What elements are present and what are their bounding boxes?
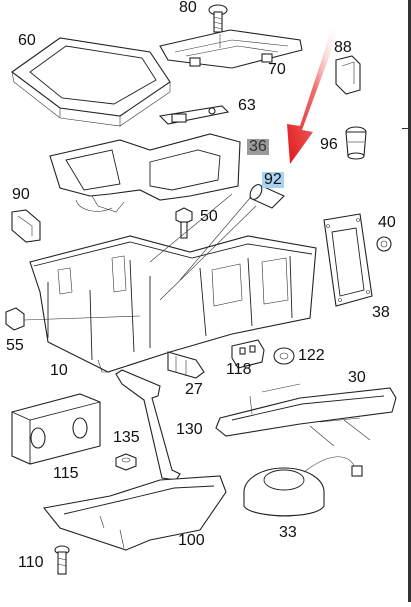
leader-lines	[23, 193, 257, 321]
latch-63-part	[158, 105, 230, 125]
callout-135: 135	[113, 429, 140, 446]
bracket-70-part	[159, 29, 303, 69]
callout-55: 55	[6, 337, 24, 354]
callout-92: 92	[262, 171, 284, 188]
cover-100-part	[42, 475, 227, 551]
duct-115-part	[11, 393, 101, 465]
housing-10-part	[29, 235, 317, 373]
sensor-27-part	[167, 351, 205, 379]
callout-70: 70	[268, 61, 286, 78]
nut-135-part	[115, 453, 137, 471]
callout-122: 122	[298, 347, 325, 364]
callout-27: 27	[185, 381, 203, 398]
callout-63: 63	[238, 97, 256, 114]
frame-36-part	[49, 133, 241, 213]
callout-10: 10	[50, 362, 68, 379]
callout-36: 36	[247, 138, 269, 155]
callout-80: 80	[179, 0, 197, 16]
connector-118-part	[231, 339, 265, 369]
cover-60-part	[11, 37, 171, 127]
clip-90-part	[11, 209, 41, 243]
fitting-96-part	[345, 126, 367, 160]
screw-80-part	[208, 4, 228, 33]
callout-90: 90	[12, 186, 30, 203]
blower-33-part	[243, 456, 363, 517]
clip-88-part	[335, 55, 361, 95]
callout-38: 38	[372, 304, 390, 321]
callout-30: 30	[348, 369, 366, 386]
callout-100: 100	[178, 532, 205, 549]
heater-30-part	[215, 383, 397, 447]
callout-33: 33	[279, 524, 297, 541]
grommet-122-part	[273, 347, 295, 365]
callout-50: 50	[200, 208, 218, 225]
callout-130: 130	[176, 421, 203, 438]
nut-40-part	[376, 236, 392, 252]
callout-60: 60	[18, 32, 36, 49]
callout-115: 115	[53, 465, 79, 482]
callout-110: 110	[18, 554, 44, 571]
screw-110-part	[54, 545, 70, 575]
callout-88: 88	[334, 39, 352, 56]
bracket-130-part	[115, 369, 181, 481]
callout-118: 118	[226, 361, 252, 378]
cylinder-92-part	[249, 184, 285, 209]
gasket-38-part	[323, 213, 373, 307]
callout-40: 40	[378, 214, 396, 231]
highlight-arrow	[287, 28, 339, 164]
right-border	[408, 0, 411, 602]
bolt-50-part	[175, 207, 193, 239]
block-55-part	[5, 307, 25, 331]
callout-96: 96	[320, 136, 338, 153]
right-border-tick	[402, 128, 408, 129]
